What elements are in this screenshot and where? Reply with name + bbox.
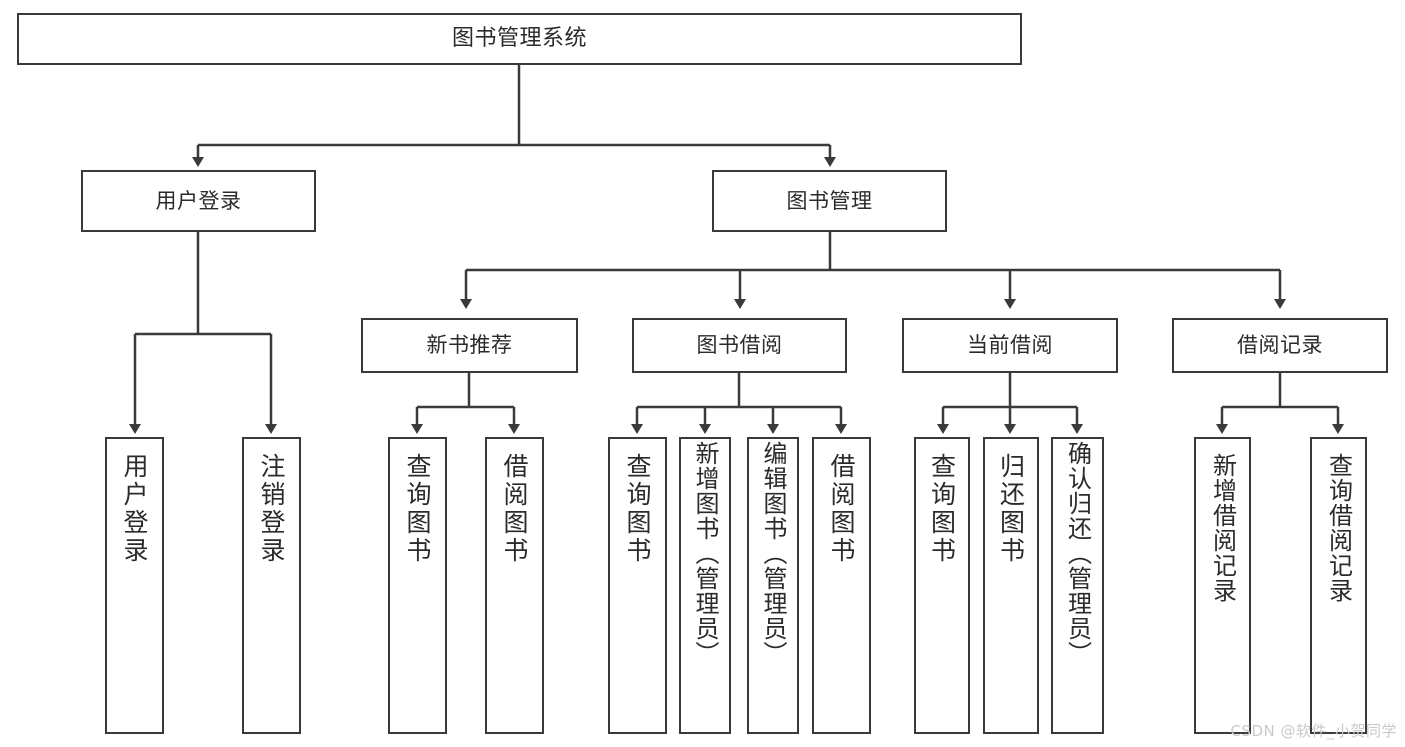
node-leaf-user-login[interactable]: 用户登录 — [105, 437, 164, 734]
node-leaf-logout[interactable]: 注销登录 — [242, 437, 301, 734]
node-label: 用户登录 — [155, 188, 242, 213]
node-leaf-query-book-borrow[interactable]: 查询图书 — [608, 437, 667, 734]
node-leaf-query-book-current[interactable]: 查询图书 — [914, 437, 970, 734]
node-current-borrow[interactable]: 当前借阅 — [902, 318, 1118, 373]
node-root-book-management-system[interactable]: 图书管理系统 — [17, 13, 1022, 65]
node-label: 新增图书（管理员） — [691, 441, 719, 666]
node-leaf-edit-book-admin[interactable]: 编辑图书（管理员） — [747, 437, 799, 734]
node-leaf-borrow-book[interactable]: 借阅图书 — [812, 437, 871, 734]
node-label: 归还图书 — [996, 453, 1026, 565]
node-label: 确认归还（管理员） — [1063, 441, 1092, 666]
node-leaf-query-borrow-record[interactable]: 查询借阅记录 — [1310, 437, 1367, 734]
node-user-login[interactable]: 用户登录 — [81, 170, 316, 232]
node-label: 借阅图书 — [500, 453, 529, 565]
node-label: 图书管理 — [786, 188, 873, 213]
node-label: 查询借阅记录 — [1324, 453, 1353, 603]
node-label: 编辑图书（管理员） — [759, 441, 787, 666]
node-label: 借阅记录 — [1237, 333, 1323, 358]
node-label: 新书推荐 — [426, 333, 513, 358]
node-label: 当前借阅 — [967, 333, 1053, 358]
node-leaf-query-book-recommend[interactable]: 查询图书 — [388, 437, 447, 734]
node-new-book-recommend[interactable]: 新书推荐 — [361, 318, 578, 373]
node-leaf-add-borrow-record[interactable]: 新增借阅记录 — [1194, 437, 1251, 734]
node-label: 注销登录 — [257, 453, 286, 565]
node-borrow-record[interactable]: 借阅记录 — [1172, 318, 1388, 373]
node-label: 新增借阅记录 — [1208, 453, 1237, 603]
node-book-borrow[interactable]: 图书借阅 — [632, 318, 847, 373]
node-label: 图书管理系统 — [451, 26, 587, 52]
node-label: 借阅图书 — [827, 453, 856, 565]
node-leaf-borrow-book-recommend[interactable]: 借阅图书 — [485, 437, 544, 734]
node-leaf-return-book[interactable]: 归还图书 — [983, 437, 1039, 734]
node-book-management[interactable]: 图书管理 — [712, 170, 947, 232]
csdn-watermark: CSDN @软件_小贺同学 — [1230, 722, 1397, 740]
node-label: 图书借阅 — [696, 333, 783, 358]
node-label: 查询图书 — [403, 453, 432, 565]
node-label: 查询图书 — [623, 453, 652, 565]
node-label: 用户登录 — [120, 453, 149, 565]
node-leaf-confirm-return-admin[interactable]: 确认归还（管理员） — [1051, 437, 1104, 734]
node-label: 查询图书 — [927, 453, 957, 565]
node-leaf-add-book-admin[interactable]: 新增图书（管理员） — [679, 437, 731, 734]
